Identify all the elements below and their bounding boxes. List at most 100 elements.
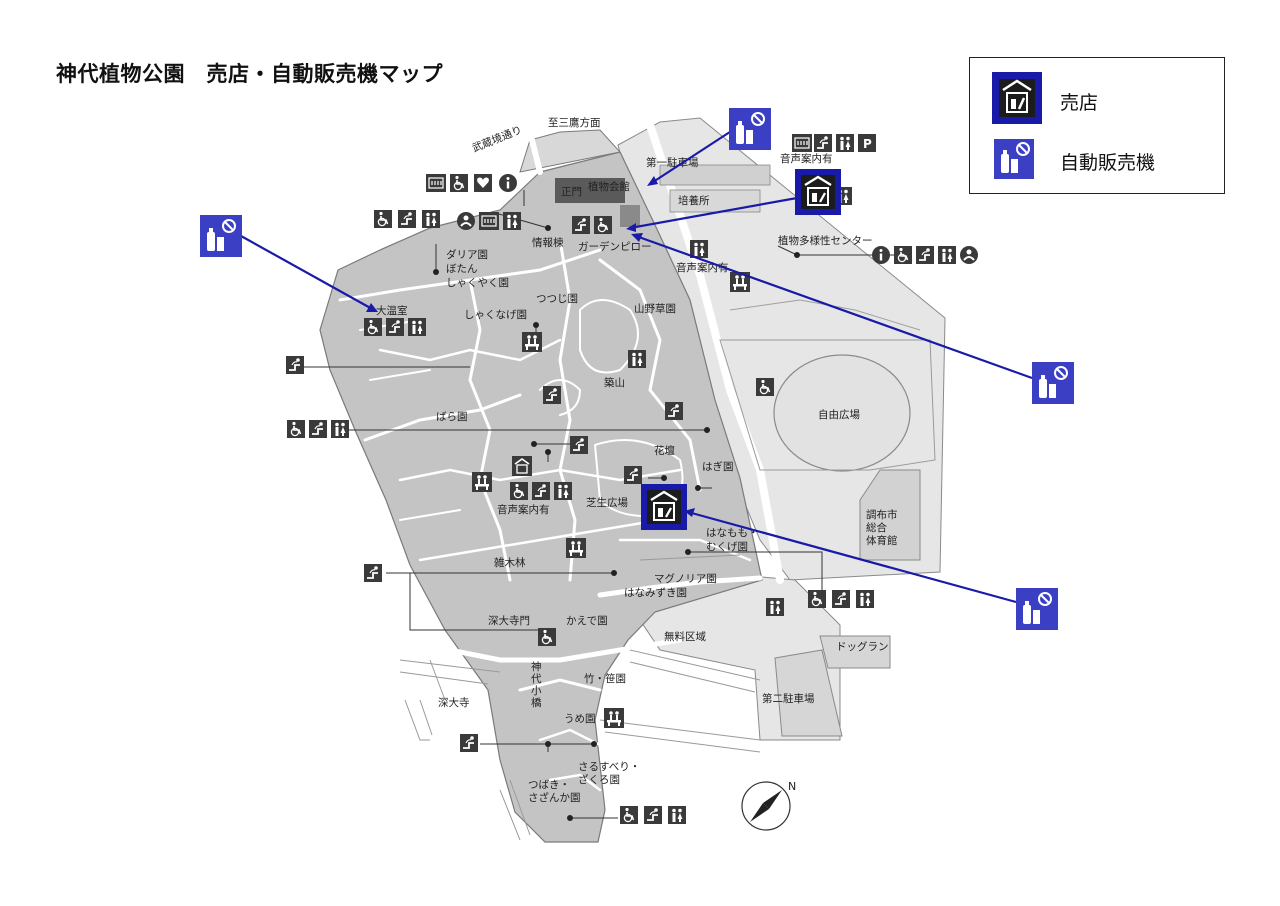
label-tsukiyama: 築山	[604, 376, 625, 389]
label-dogrun: ドッグラン	[836, 640, 889, 653]
label-tsubaki-1: つばき・	[528, 779, 570, 791]
bench-zouki	[566, 538, 586, 558]
label-chofu-1: 調布市	[866, 508, 898, 521]
label-sarusuberi-2: ざくろ園	[578, 773, 620, 786]
facilities-main-gate	[425, 173, 517, 193]
outer-roads	[399, 554, 761, 841]
label-zouki: 雑木林	[494, 556, 526, 569]
free-plaza	[773, 354, 911, 472]
vending-icon-greenhouse	[199, 214, 243, 258]
label-onsei3: 音声案内有	[497, 503, 550, 516]
label-hanamomo-1: はなもも・	[706, 527, 759, 539]
label-jindaijimon: 深大寺門	[488, 614, 530, 627]
fountain-hagi	[623, 465, 643, 485]
fountain-west	[285, 355, 305, 375]
facilities-bara	[286, 419, 349, 439]
label-sarusuberi-1: さるすべり・	[578, 761, 640, 773]
label-jouhou: 情報棟	[532, 236, 564, 249]
label-parking2: 第二駐車場	[762, 692, 815, 705]
north-label: N	[788, 780, 796, 793]
label-chofu-2: 総合	[866, 521, 887, 534]
shop-icon-shibafu	[639, 482, 689, 532]
label-shibafu: 芝生広場	[586, 496, 628, 509]
wheel-jindaijimon	[537, 627, 557, 647]
facilities-tayousei	[872, 245, 979, 265]
map-legend: 売店 自動販売機	[969, 57, 1225, 194]
vending-machine-icon	[994, 139, 1034, 179]
page-title: 神代植物公園 売店・自動販売機マップ	[56, 62, 443, 86]
label-musashino: 武蔵境通り	[470, 123, 524, 155]
label-seimon: 正門	[561, 186, 582, 198]
label-kaikan: 植物会館	[588, 180, 630, 193]
label-tsubaki-2: さざんか園	[528, 791, 581, 804]
facilities-magnolia	[807, 589, 874, 609]
shop-icon-parking1	[793, 167, 843, 217]
label-hagi: はぎ園	[702, 460, 734, 473]
small-shop-center	[511, 455, 533, 477]
fountain-tsukiyama	[542, 385, 562, 405]
label-tayousei: 植物多様性センター	[778, 234, 873, 247]
arrows	[240, 127, 1033, 604]
leader-dots	[433, 225, 800, 821]
facilities-shibafu	[509, 481, 572, 501]
facilities-parking1	[791, 133, 876, 153]
label-muryou: 無料区域	[664, 630, 706, 643]
shop-icon	[992, 72, 1042, 124]
label-dahlia: ダリア園	[446, 248, 488, 261]
legend-shop-row: 売店	[970, 70, 1224, 124]
label-shakunage: しゃくなげ園	[464, 309, 527, 321]
vending-icon-parking1	[728, 107, 772, 151]
bench-ume	[604, 708, 624, 728]
label-hanamomo-2: むくげ園	[706, 541, 748, 553]
facilities-greenhouse	[363, 317, 426, 337]
fountain-southwest	[363, 563, 383, 583]
facilities-tsubaki	[619, 805, 686, 825]
buildings	[555, 164, 936, 472]
label-kadan: 花壇	[654, 444, 675, 457]
legend-vending-label: 自動販売機	[1060, 152, 1156, 174]
label-jiyu: 自由広場	[818, 408, 860, 421]
label-magnolia: マグノリア園	[654, 572, 717, 585]
label-kobashi-1: 神	[531, 660, 542, 673]
leader-lines	[302, 190, 905, 819]
wheel-plaza	[755, 377, 775, 397]
label-take: 竹・笹園	[584, 672, 626, 685]
label-parking1: 第一駐車場	[646, 156, 699, 169]
facilities-info-building	[456, 211, 521, 231]
label-kaede: かえで園	[566, 615, 608, 627]
label-jindaiji: 深大寺	[438, 696, 470, 709]
fountain-center	[569, 435, 589, 455]
wc-sanya	[628, 350, 646, 368]
label-kobashi-2: 代	[531, 673, 542, 685]
label-shimitaka: 至三鷹方面	[548, 116, 601, 129]
label-garden: ガーデンピロー	[578, 240, 652, 253]
fountain-kadan	[664, 401, 684, 421]
label-baiyo: 培養所	[678, 194, 710, 207]
label-kobashi-3: 小	[531, 685, 542, 697]
label-ume: うめ園	[564, 713, 596, 725]
label-chofu-3: 体育館	[866, 534, 898, 547]
label-shakuyaku: しゃくやく園	[446, 277, 509, 289]
wc-east	[766, 598, 784, 616]
plaza-outline	[719, 339, 936, 471]
legend-shop-label: 売店	[1060, 92, 1099, 114]
label-sanya: 山野草園	[634, 303, 676, 315]
label-bara: ばら園	[436, 411, 468, 423]
label-oonshitsu: 大温室	[376, 304, 408, 317]
north-compass: N	[741, 780, 796, 831]
roads	[338, 109, 784, 792]
parking-block	[659, 164, 771, 186]
vending-icon-southeast	[1015, 587, 1059, 631]
label-hanamizuki: はなみずき園	[624, 587, 687, 599]
info-building	[620, 205, 640, 227]
bench-tsutsuji	[522, 332, 542, 352]
label-tsutsuji: つつじ園	[536, 293, 578, 305]
label-onsei1: 音声案内有	[780, 152, 833, 165]
bench-center	[472, 472, 492, 492]
facilities-dahlia	[373, 209, 440, 229]
legend-vending-row: 自動販売機	[970, 138, 1224, 179]
label-botan: ぼたん	[446, 263, 478, 275]
plant-hall-building	[555, 178, 625, 203]
vending-icon-east	[1031, 361, 1075, 405]
